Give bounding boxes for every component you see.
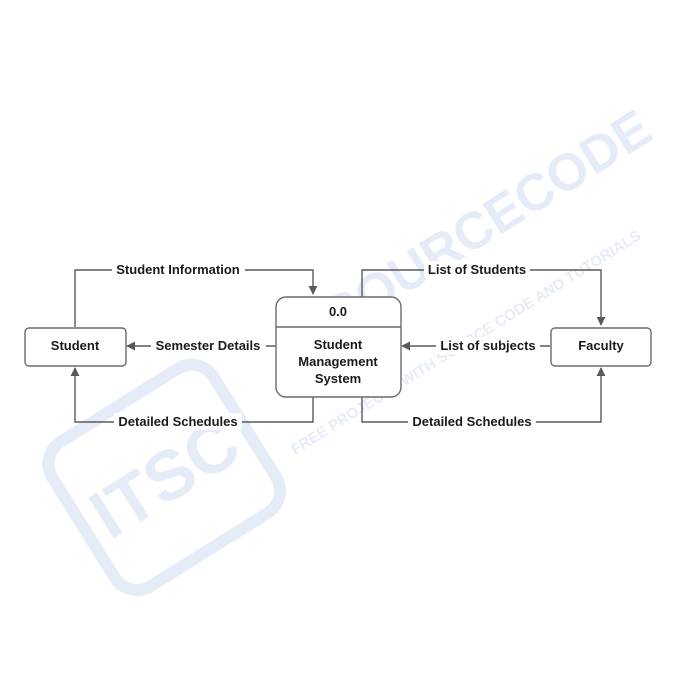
process-name-line-1: Student xyxy=(314,337,363,352)
process-number: 0.0 xyxy=(329,304,347,319)
flow-label-list-of-subjects: List of subjects xyxy=(440,338,535,353)
process-0-0[interactable]: 0.0 Student Management System xyxy=(275,296,402,398)
flow-label-semester-details: Semester Details xyxy=(156,338,261,353)
flow-label-detailed-schedules-left: Detailed Schedules xyxy=(118,414,237,429)
entity-student-label: Student xyxy=(51,338,100,353)
process-name-line-2: Management xyxy=(298,354,378,369)
entity-faculty-label: Faculty xyxy=(578,338,624,353)
entity-student[interactable]: Student xyxy=(24,327,127,367)
flow-label-list-of-students: List of Students xyxy=(428,262,526,277)
flow-label-detailed-schedules-right: Detailed Schedules xyxy=(412,414,531,429)
entity-faculty[interactable]: Faculty xyxy=(550,327,652,367)
watermark-logo: ITSC xyxy=(42,358,287,596)
process-name-line-3: System xyxy=(315,371,361,386)
flow-labels: Student Information Semester Details Det… xyxy=(112,261,540,430)
flow-label-student-information: Student Information xyxy=(116,262,240,277)
